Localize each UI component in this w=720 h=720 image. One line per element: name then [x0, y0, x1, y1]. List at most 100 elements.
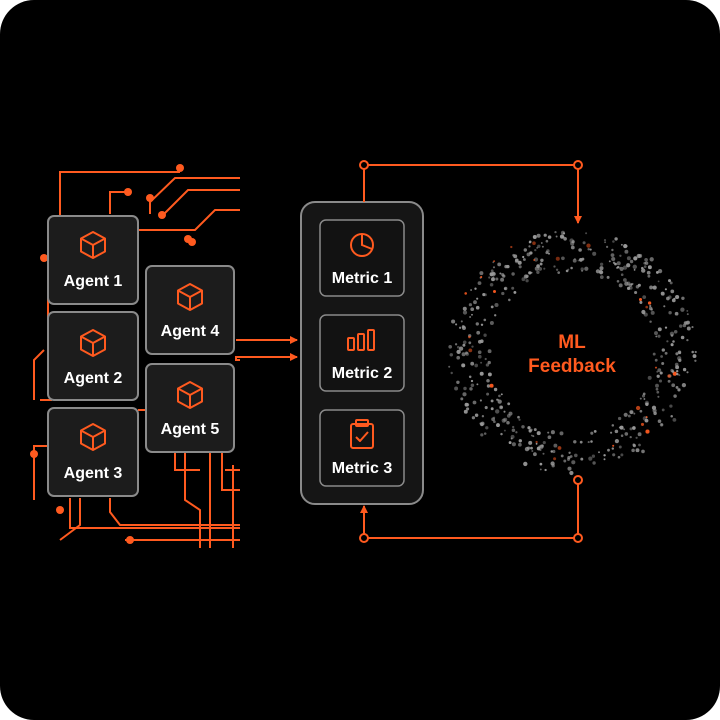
- particle-dot: [650, 308, 653, 311]
- particle-dot: [468, 348, 473, 353]
- bar-chart-icon: [347, 329, 375, 351]
- particle-dot: [490, 407, 494, 411]
- agent-card-2: Agent 2: [47, 311, 139, 401]
- particle-dot: [606, 275, 610, 279]
- particle-dot: [541, 245, 544, 248]
- particle-dot: [627, 286, 631, 290]
- particle-dot: [536, 431, 541, 436]
- particle-dot: [644, 400, 650, 406]
- particle-dot: [553, 443, 558, 448]
- particle-dot: [474, 413, 479, 418]
- particle-dot: [676, 372, 679, 376]
- particle-dot: [469, 387, 473, 391]
- particle-dot: [638, 443, 641, 447]
- particle-dot: [462, 306, 467, 311]
- particle-dot: [610, 431, 613, 434]
- particle-dot: [476, 297, 479, 300]
- particle-dot: [592, 251, 597, 256]
- particle-dot: [470, 379, 474, 383]
- particle-dot: [608, 260, 611, 263]
- particle-dot: [470, 307, 475, 312]
- particle-dot: [525, 279, 529, 283]
- particle-dot: [620, 434, 624, 437]
- particle-dot: [515, 431, 518, 434]
- particle-dot: [691, 350, 694, 354]
- clipboard-check-icon: [350, 419, 374, 449]
- particle-dot: [511, 286, 515, 290]
- particle-dot: [472, 400, 477, 405]
- particle-dot: [566, 457, 571, 461]
- particle-dot: [489, 383, 494, 388]
- particle-dot: [673, 394, 677, 398]
- particle-dot: [484, 406, 488, 410]
- particle-dot: [547, 435, 552, 440]
- particle-dot: [675, 294, 680, 300]
- particle-dot: [672, 371, 677, 376]
- particle-dot: [635, 436, 638, 439]
- particle-dot: [488, 276, 491, 279]
- pie-chart-icon: [350, 233, 374, 257]
- particle-dot: [572, 258, 577, 263]
- metric-card-1: Metric 1: [319, 219, 405, 297]
- particle-dot: [501, 418, 506, 423]
- particle-dot: [638, 297, 643, 302]
- particle-dot: [639, 397, 642, 400]
- particle-dot: [616, 280, 620, 283]
- particle-dot: [551, 464, 555, 468]
- particle-dot: [533, 428, 537, 432]
- particle-dot: [464, 292, 468, 295]
- particle-dot: [512, 425, 515, 429]
- particle-dot: [614, 237, 618, 241]
- particle-dot: [638, 254, 641, 257]
- particle-dot: [477, 281, 482, 285]
- particle-dot: [577, 259, 580, 262]
- particle-dot: [681, 382, 687, 388]
- particle-dot: [603, 454, 606, 457]
- particle-dot: [475, 305, 480, 310]
- particle-dot: [463, 386, 467, 391]
- particle-dot: [518, 439, 522, 443]
- particle-dot: [685, 320, 690, 325]
- particle-dot: [471, 345, 474, 348]
- particle-dot: [655, 387, 659, 391]
- particle-dot: [480, 433, 484, 437]
- particle-dot: [639, 300, 643, 304]
- particle-dot: [490, 269, 494, 273]
- particle-dot: [680, 335, 685, 340]
- particle-dot: [587, 247, 590, 251]
- particle-dot: [569, 455, 573, 458]
- particle-dot: [618, 445, 622, 449]
- particle-dot: [495, 409, 500, 414]
- particle-dot: [456, 380, 460, 385]
- particle-dot: [676, 370, 679, 373]
- particle-dot: [492, 272, 496, 276]
- particle-dot: [678, 358, 682, 362]
- particle-dot: [569, 470, 574, 476]
- particle-dot: [461, 325, 465, 329]
- particle-dot: [517, 415, 520, 419]
- particle-dot: [644, 257, 648, 262]
- particle-dot: [476, 383, 479, 386]
- particle-dot: [633, 256, 638, 261]
- particle-dot: [491, 417, 495, 422]
- particle-dot: [480, 422, 484, 427]
- agent-label-4: Agent 4: [161, 323, 220, 340]
- particle-dot: [652, 285, 657, 290]
- particle-dot: [513, 290, 517, 294]
- particle-dot: [644, 261, 649, 265]
- particle-dot: [450, 371, 453, 375]
- particle-dot: [521, 425, 525, 429]
- particle-dot: [670, 415, 673, 418]
- particle-dot: [617, 416, 622, 421]
- particle-dot: [646, 270, 651, 275]
- particle-dot: [543, 267, 546, 270]
- particle-dot: [628, 286, 633, 290]
- particle-dot: [592, 461, 596, 465]
- particle-dot: [659, 423, 664, 427]
- particle-dot: [611, 424, 615, 427]
- particle-dot: [666, 296, 670, 301]
- particle-dot: [642, 416, 648, 421]
- particle-dot: [500, 432, 503, 436]
- particle-dot: [480, 275, 483, 279]
- particle-dot: [573, 453, 578, 458]
